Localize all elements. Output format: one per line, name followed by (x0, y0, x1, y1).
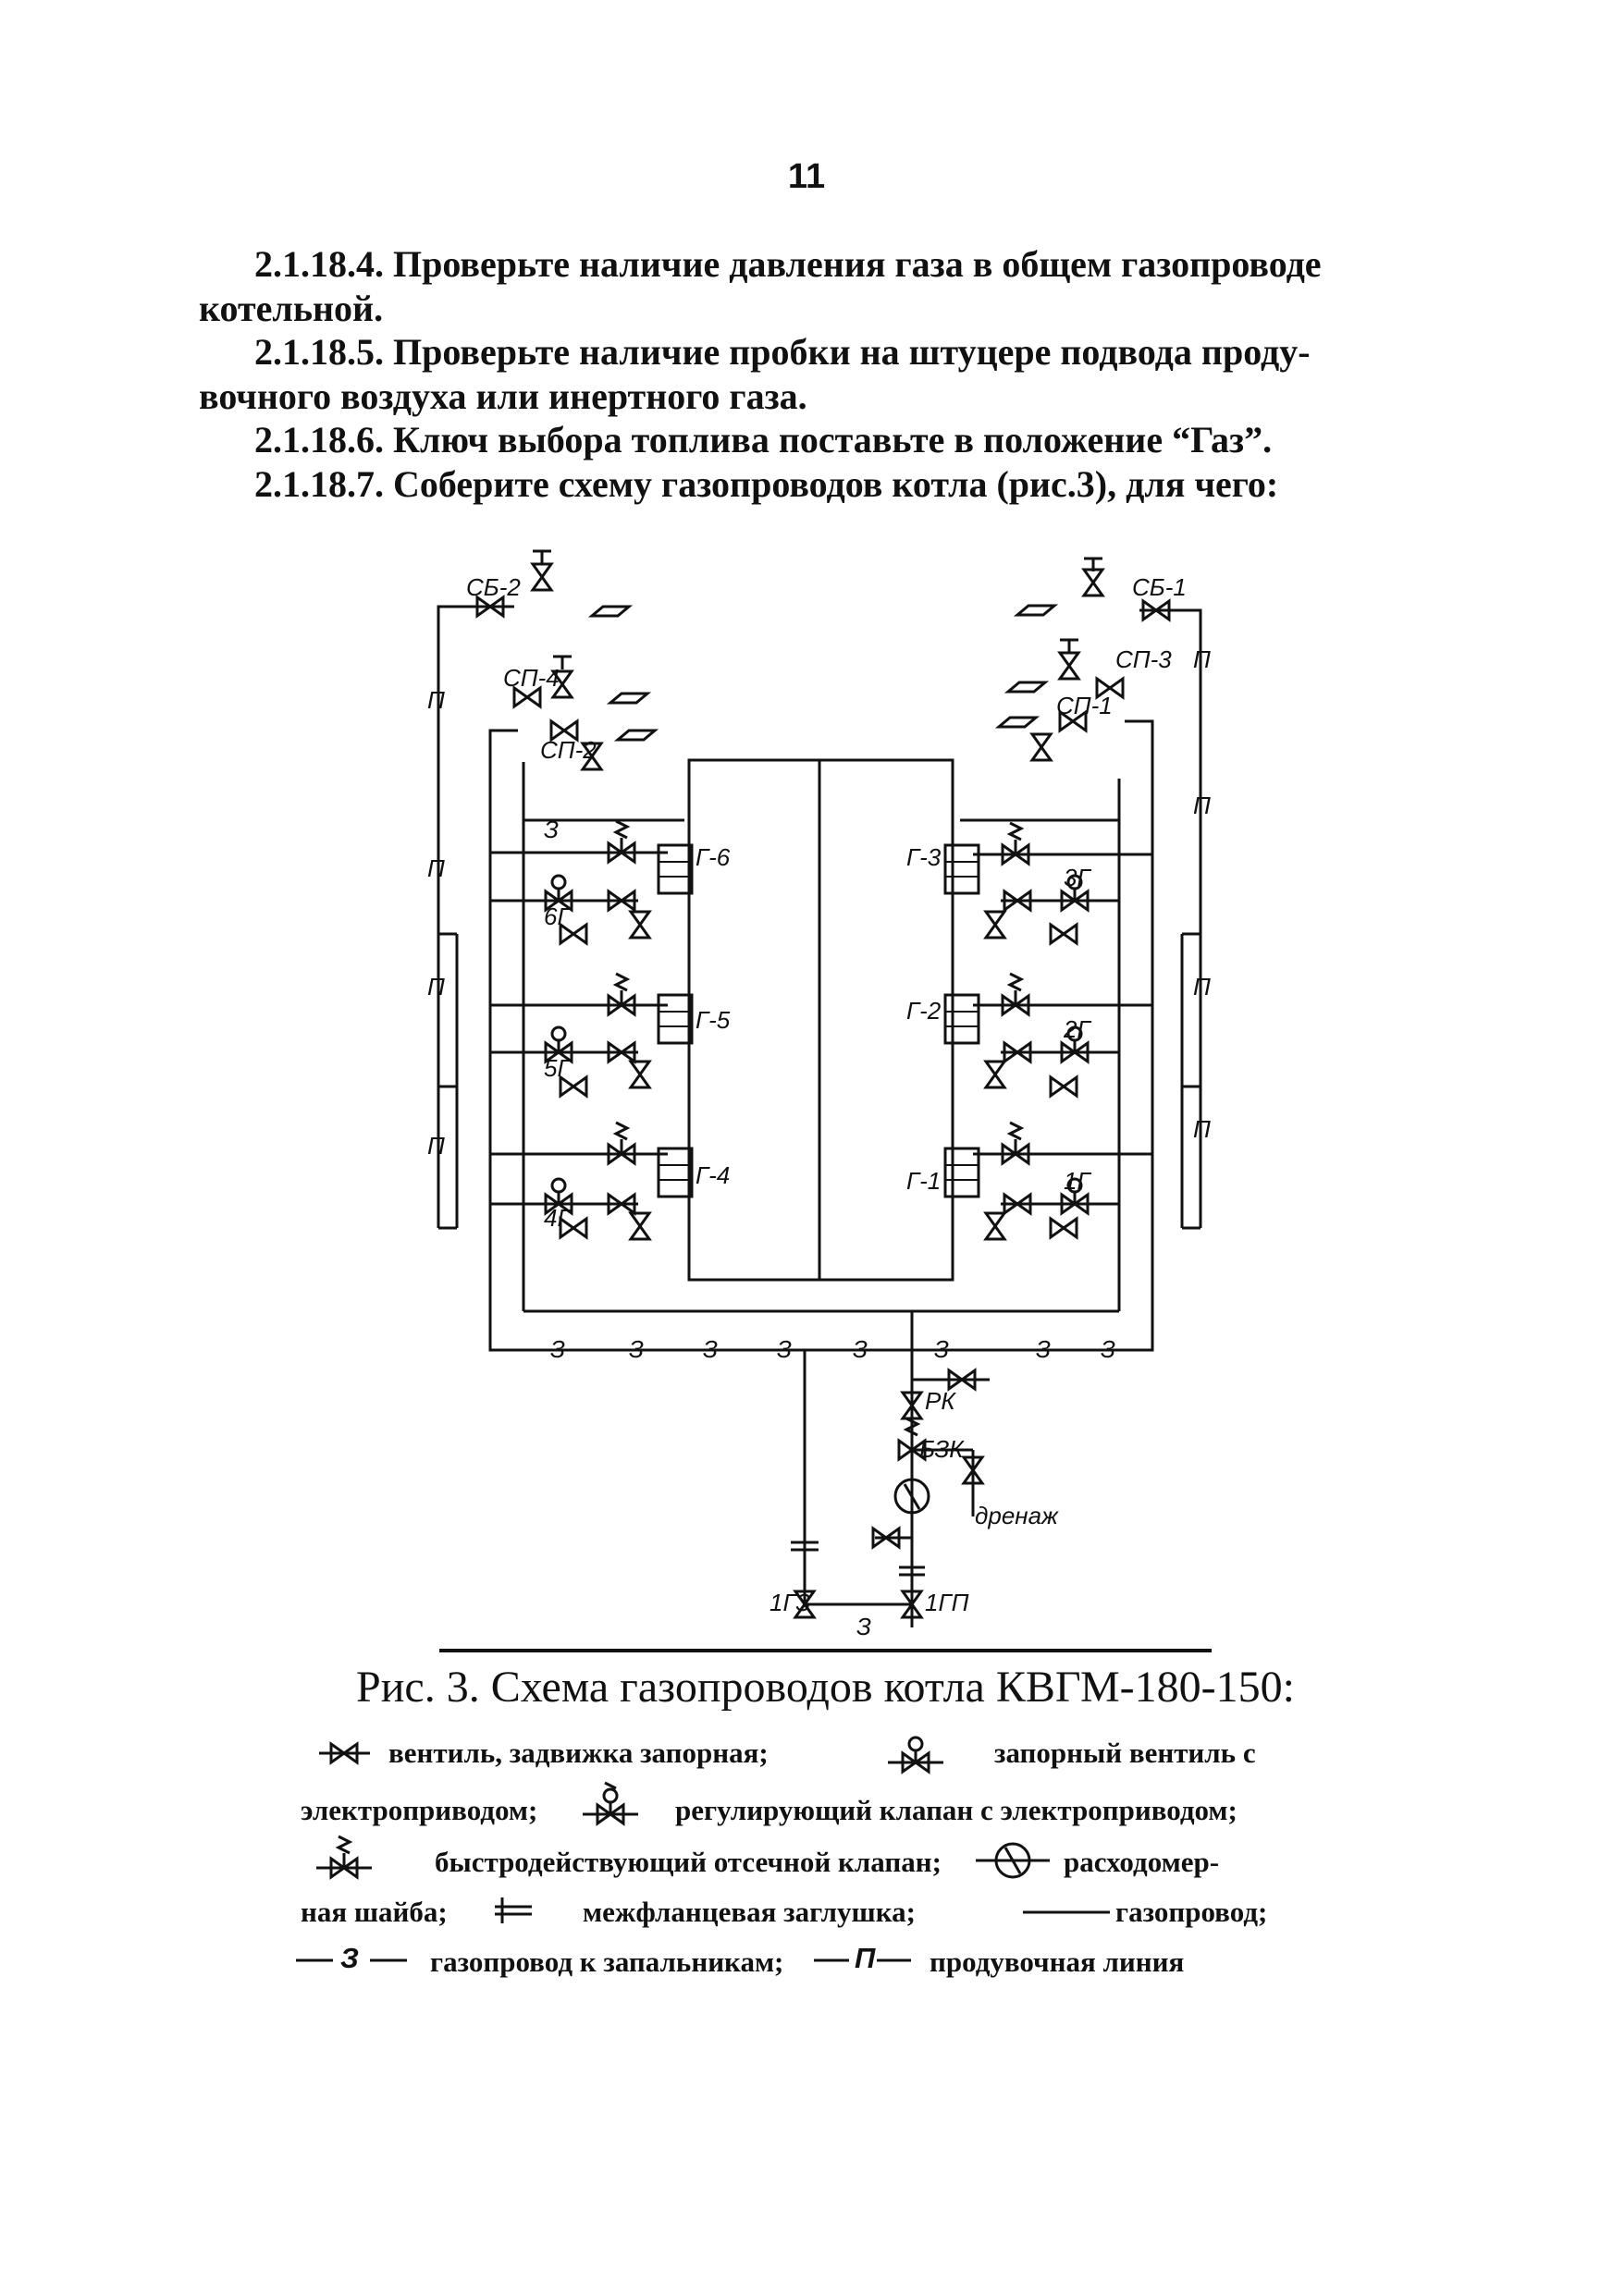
label-v4: 4Г (544, 1204, 572, 1232)
paragraph-2-1-18-4: 2.1.18.4. Проверьте наличие давления газ… (199, 243, 1322, 329)
label-igniter-line: З (544, 816, 559, 843)
label-igniter-line: З (1036, 1335, 1051, 1363)
paragraph-2-1-18-5: 2.1.18.5. Проверьте наличие пробки на шт… (199, 331, 1311, 417)
label-g3: Г-3 (906, 843, 942, 871)
label-igniter-line: З (853, 1335, 868, 1363)
label-igniter-line: З (550, 1335, 565, 1363)
label-igniter-line: З (856, 1613, 871, 1640)
page-number: 11 (787, 157, 826, 196)
label-sb1: СБ-1 (1132, 573, 1187, 601)
legend-flow-meter-b: ная шайба; (301, 1896, 448, 1928)
label-rk: РК (925, 1387, 956, 1415)
legend-flow-meter-a: расходомер- (1064, 1846, 1220, 1878)
label-g4: Г-4 (696, 1161, 730, 1189)
label-igniter-line: З (934, 1335, 949, 1363)
label-sp2: СП-2 (540, 736, 597, 764)
label-v3: 3Г (1064, 864, 1091, 891)
label-drain: дренаж (975, 1502, 1059, 1529)
label-purge-line: П (427, 973, 445, 1001)
legend-igniter-line: газопровод к запальникам; (430, 1946, 784, 1978)
label-v2: 2Г (1063, 1015, 1091, 1043)
label-purge-line: П (1193, 1115, 1211, 1143)
label-v1: 1Г (1064, 1167, 1091, 1195)
label-purge-line: П (427, 1132, 445, 1160)
label-g2: Г-2 (906, 997, 942, 1025)
label-purge-line: П (427, 854, 445, 882)
label-purge-line: П (1193, 973, 1211, 1001)
legend-igniter-symbol: З (340, 1942, 359, 1974)
label-g5: Г-5 (696, 1006, 731, 1034)
label-bzk: БЗК (919, 1435, 965, 1463)
label-purge-line: П (1193, 792, 1211, 819)
label-sp3: СП-3 (1115, 645, 1172, 673)
label-igniter-line: З (1101, 1335, 1115, 1363)
legend-regulating-valve: регулирующий клапан с электроприводом; (675, 1794, 1237, 1826)
label-igniter-line: З (777, 1335, 792, 1363)
label-v5: 5Г (544, 1054, 572, 1082)
legend-gate-valve: вентиль, задвижка запорная; (388, 1737, 769, 1769)
label-igniter-line: З (703, 1335, 718, 1363)
label-purge-line: П (427, 686, 445, 714)
paragraph-2-1-18-6: 2.1.18.6. Ключ выбора топлива поставьте … (254, 419, 1273, 460)
label-g1: Г-1 (906, 1167, 941, 1195)
legend-gas-pipe: газопровод; (1115, 1896, 1268, 1928)
legend-purge-symbol: П (855, 1942, 876, 1974)
paragraph-2-1-18-7: 2.1.18.7. Соберите схему газопроводов ко… (254, 463, 1279, 505)
label-igniter-line: З (629, 1335, 644, 1363)
legend-quick-shutoff: быстродействующий отсечной клапан; (435, 1846, 942, 1878)
legend-purge-line: продувочная линия (930, 1946, 1185, 1978)
legend-shutoff-electric-a: запорный вентиль с (994, 1737, 1256, 1769)
label-v1gp: 1ГП (925, 1589, 969, 1616)
label-g6: Г-6 (696, 843, 731, 871)
label-v1gz: 1ГЗ (770, 1589, 810, 1616)
legend-flange-plug: межфланцевая заглушка; (583, 1896, 916, 1928)
label-v6: 6Г (544, 902, 572, 930)
label-sb2: СБ-2 (466, 573, 521, 601)
label-purge-line: П (1193, 645, 1211, 673)
figure-caption: Рис. 3. Схема газопроводов котла КВГМ-18… (356, 1663, 1295, 1712)
legend-shutoff-electric-b: электроприводом; (301, 1794, 538, 1826)
label-sp4: СП-4 (503, 664, 560, 692)
label-sp1: СП-1 (1056, 692, 1113, 719)
